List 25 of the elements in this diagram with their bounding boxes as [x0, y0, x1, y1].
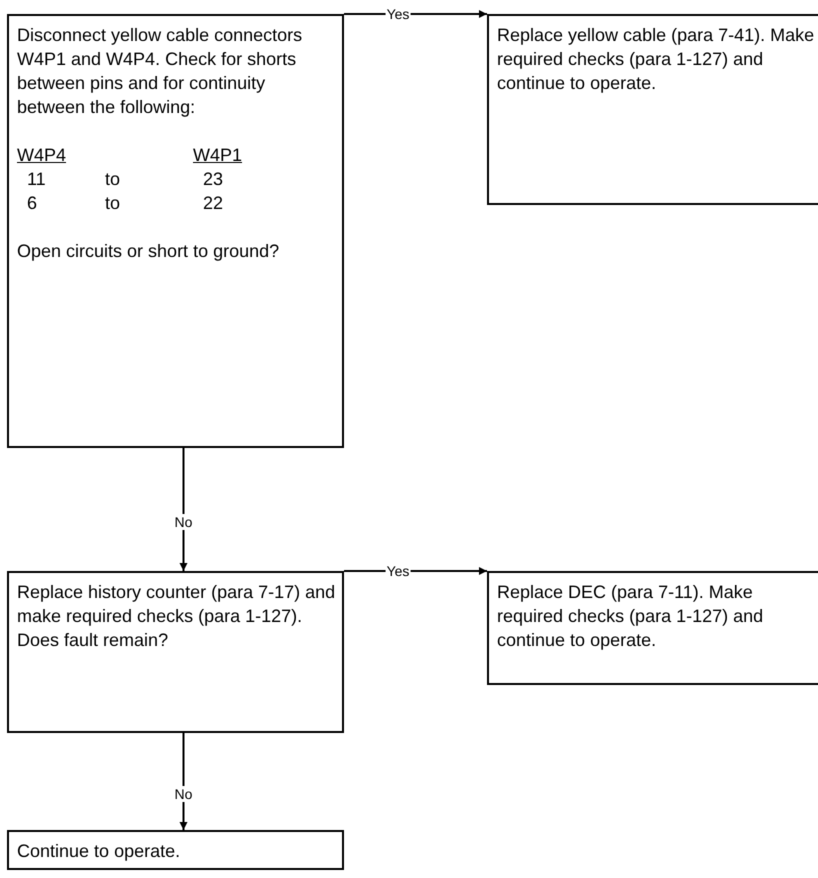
step-text: Disconnect yellow cable connectors W4P1 and W4P4. Check for shorts between pins and for continuity between the following:: [17, 24, 304, 119]
table-cell-text: 6: [26, 192, 38, 215]
step-text: Replace DEC (para 7-11). Make required checks (para 1-127) and continue to operate.: [497, 581, 764, 652]
edge-label: Yes: [386, 563, 410, 579]
arrow: [180, 733, 188, 830]
table-cell-text: 22: [202, 192, 224, 215]
process-box: [487, 571, 818, 685]
column-header: W4P4: [17, 144, 68, 167]
question-text: Open circuits or short to ground?: [17, 240, 280, 263]
arrow: [180, 448, 188, 571]
process-box: [7, 14, 344, 448]
table-cell-text: to: [105, 168, 122, 191]
column-header: W4P1: [193, 144, 244, 167]
table-cell-text: to: [105, 192, 122, 215]
edge-label: Yes: [386, 6, 410, 22]
edge-label: No: [174, 514, 194, 530]
edge-label: No: [174, 786, 194, 802]
step-text: Continue to operate.: [17, 840, 182, 863]
process-box: [487, 14, 818, 205]
table-cell-text: 23: [202, 168, 224, 191]
process-box: [7, 571, 344, 733]
table-cell-text: 11: [26, 168, 47, 191]
step-text: Replace yellow cable (para 7-41). Make required checks (para 1-127) and continue to operate.: [497, 24, 816, 95]
step-text: Replace history counter (para 7-17) and make required checks (para 1-127). Does fault remain?: [17, 581, 336, 652]
process-box: [7, 830, 344, 870]
